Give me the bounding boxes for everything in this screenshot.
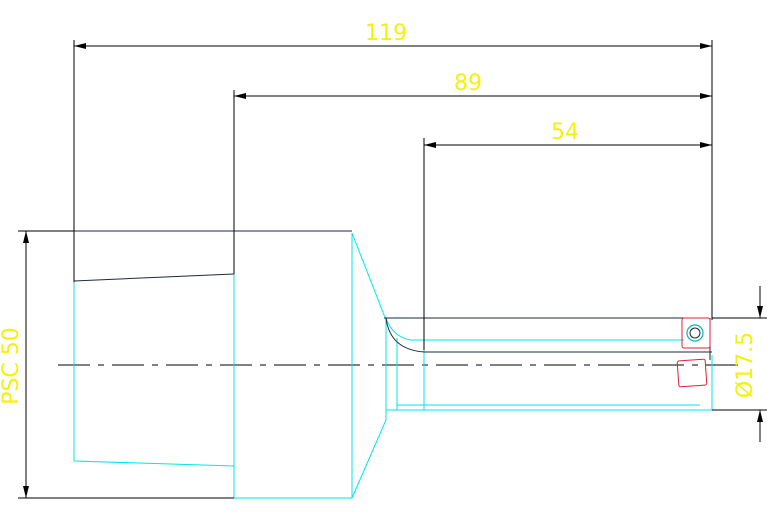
coupling-outline [73,282,235,467]
neck-fillet [385,317,411,341]
cone-upper-edge [351,232,387,321]
dimension-psc50-label: PSC 50 [0,327,24,405]
insert [676,317,711,388]
insert-bottom [676,358,708,388]
dimension-bore-diameter: Ø17.5 [712,286,767,442]
insert-screw-icon [686,324,704,342]
dimension-54-label: 54 [551,120,579,145]
hidden-lines [26,230,712,360]
dimension-89: 89 [233,71,712,274]
dimension-89-label: 89 [454,71,482,96]
dimension-54: 54 [423,120,712,350]
bar-top-fillet [385,317,712,353]
dimension-bore-diameter-label: Ø17.5 [733,332,758,398]
cone-lower-edge [351,419,387,499]
insert-top [681,317,711,349]
dimension-119-label: 119 [365,21,407,46]
coupling-top-taper [73,273,235,282]
dimension-119: 119 [73,21,712,282]
insert-screw-inner-icon [689,327,701,339]
dimension-psc50: PSC 50 [0,230,234,499]
tool-body [26,232,713,499]
